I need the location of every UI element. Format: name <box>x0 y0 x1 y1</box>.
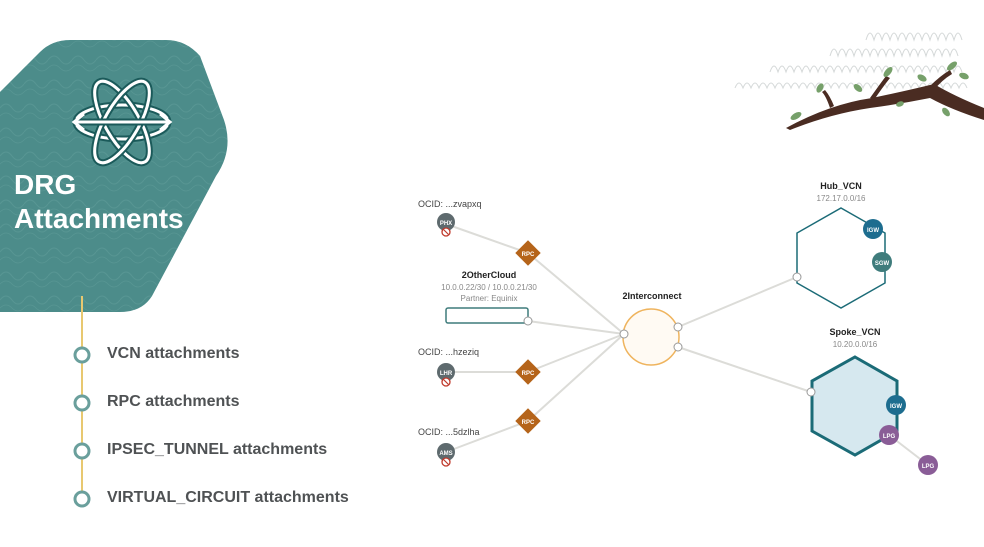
rpc-label: RPC <box>522 371 535 377</box>
region-label-ams: AMS <box>439 451 452 457</box>
region-node-phx[interactable]: PHX <box>437 213 455 231</box>
connector-rpc-hub <box>527 252 625 335</box>
title-line-2: Attachments <box>14 203 184 234</box>
peer-lpg-icon[interactable]: LPG <box>918 455 938 475</box>
no-entry-icon <box>441 227 451 237</box>
connector-rpc-hub-3 <box>527 333 625 422</box>
spoke-vcn-name: Spoke_VCN <box>829 327 880 337</box>
othercloud-name: 2OtherCloud <box>462 270 517 280</box>
connection-port <box>673 342 683 352</box>
ocid-label-phx: OCID: ...zvapxq <box>418 199 482 209</box>
hub-vcn-cidr: 172.17.0.0/16 <box>817 194 866 203</box>
gateway-label: LPG <box>922 464 935 470</box>
drg-atom-icon <box>71 77 173 167</box>
list-item-virtual-circuit: VIRTUAL_CIRCUIT attachments <box>107 489 349 506</box>
connection-port <box>619 329 629 339</box>
rpc-node-phx[interactable]: RPC <box>515 240 541 266</box>
drg-hub-node[interactable] <box>622 308 680 366</box>
ocid-label-ams: OCID: ...5dzlha <box>418 427 480 437</box>
connector-phx-rpc <box>445 223 529 254</box>
connection-port <box>806 387 816 397</box>
ocid-label-lhr: OCID: ...hzeziq <box>418 347 479 357</box>
connector-rpc-hub-2 <box>527 333 625 373</box>
rpc-label: RPC <box>522 252 535 258</box>
region-label-phx: PHX <box>440 221 452 227</box>
connector-ams-rpc <box>445 420 529 453</box>
connection-port <box>523 316 533 326</box>
othercloud-partner: Partner: Equinix <box>461 294 518 303</box>
gateway-label: IGW <box>867 228 879 234</box>
title-line-1: DRG <box>14 169 77 200</box>
tree-branch-decoration <box>734 32 984 130</box>
service-gateway-icon[interactable]: SGW <box>872 252 892 272</box>
othercloud-node[interactable] <box>445 307 529 324</box>
no-entry-icon <box>441 457 451 467</box>
list-item-vcn: VCN attachments <box>107 345 240 362</box>
gateway-label: SGW <box>875 261 890 267</box>
region-label-lhr: LHR <box>440 371 453 377</box>
drg-hub-label: 2Interconnect <box>622 291 681 301</box>
rpc-label: RPC <box>522 420 535 426</box>
list-bullet <box>73 394 91 412</box>
list-bullet <box>73 346 91 364</box>
region-node-ams[interactable]: AMS <box>437 443 455 461</box>
hub-vcn-name: Hub_VCN <box>820 181 862 191</box>
spoke-vcn-cidr: 10.20.0.0/16 <box>833 340 878 349</box>
page-title: DRG Attachments <box>14 168 184 236</box>
no-entry-icon <box>441 377 451 387</box>
gateway-label: LPG <box>883 434 896 440</box>
connection-port <box>792 272 802 282</box>
rpc-node-ams[interactable]: RPC <box>515 408 541 434</box>
spoke-vcn-node[interactable] <box>810 355 899 457</box>
connector-hub-spokevcn <box>677 346 812 393</box>
title-card <box>0 40 228 312</box>
internet-gateway-icon[interactable]: IGW <box>863 219 883 239</box>
rpc-node-lhr[interactable]: RPC <box>515 359 541 385</box>
local-peering-gateway-icon[interactable]: LPG <box>879 425 899 445</box>
region-node-lhr[interactable]: LHR <box>437 363 455 381</box>
list-item-rpc: RPC attachments <box>107 393 240 410</box>
connector-hub-hubvcn <box>677 276 798 328</box>
hub-vcn-node[interactable] <box>796 207 886 309</box>
list-bullet <box>73 490 91 508</box>
internet-gateway-icon[interactable]: IGW <box>886 395 906 415</box>
othercloud-cidrs: 10.0.0.22/30 / 10.0.0.21/30 <box>441 283 537 292</box>
connector-othercloud-hub <box>527 320 625 335</box>
gateway-label: IGW <box>890 404 902 410</box>
list-item-ipsec: IPSEC_TUNNEL attachments <box>107 441 328 458</box>
list-bullet <box>73 442 91 460</box>
connection-port <box>673 322 683 332</box>
